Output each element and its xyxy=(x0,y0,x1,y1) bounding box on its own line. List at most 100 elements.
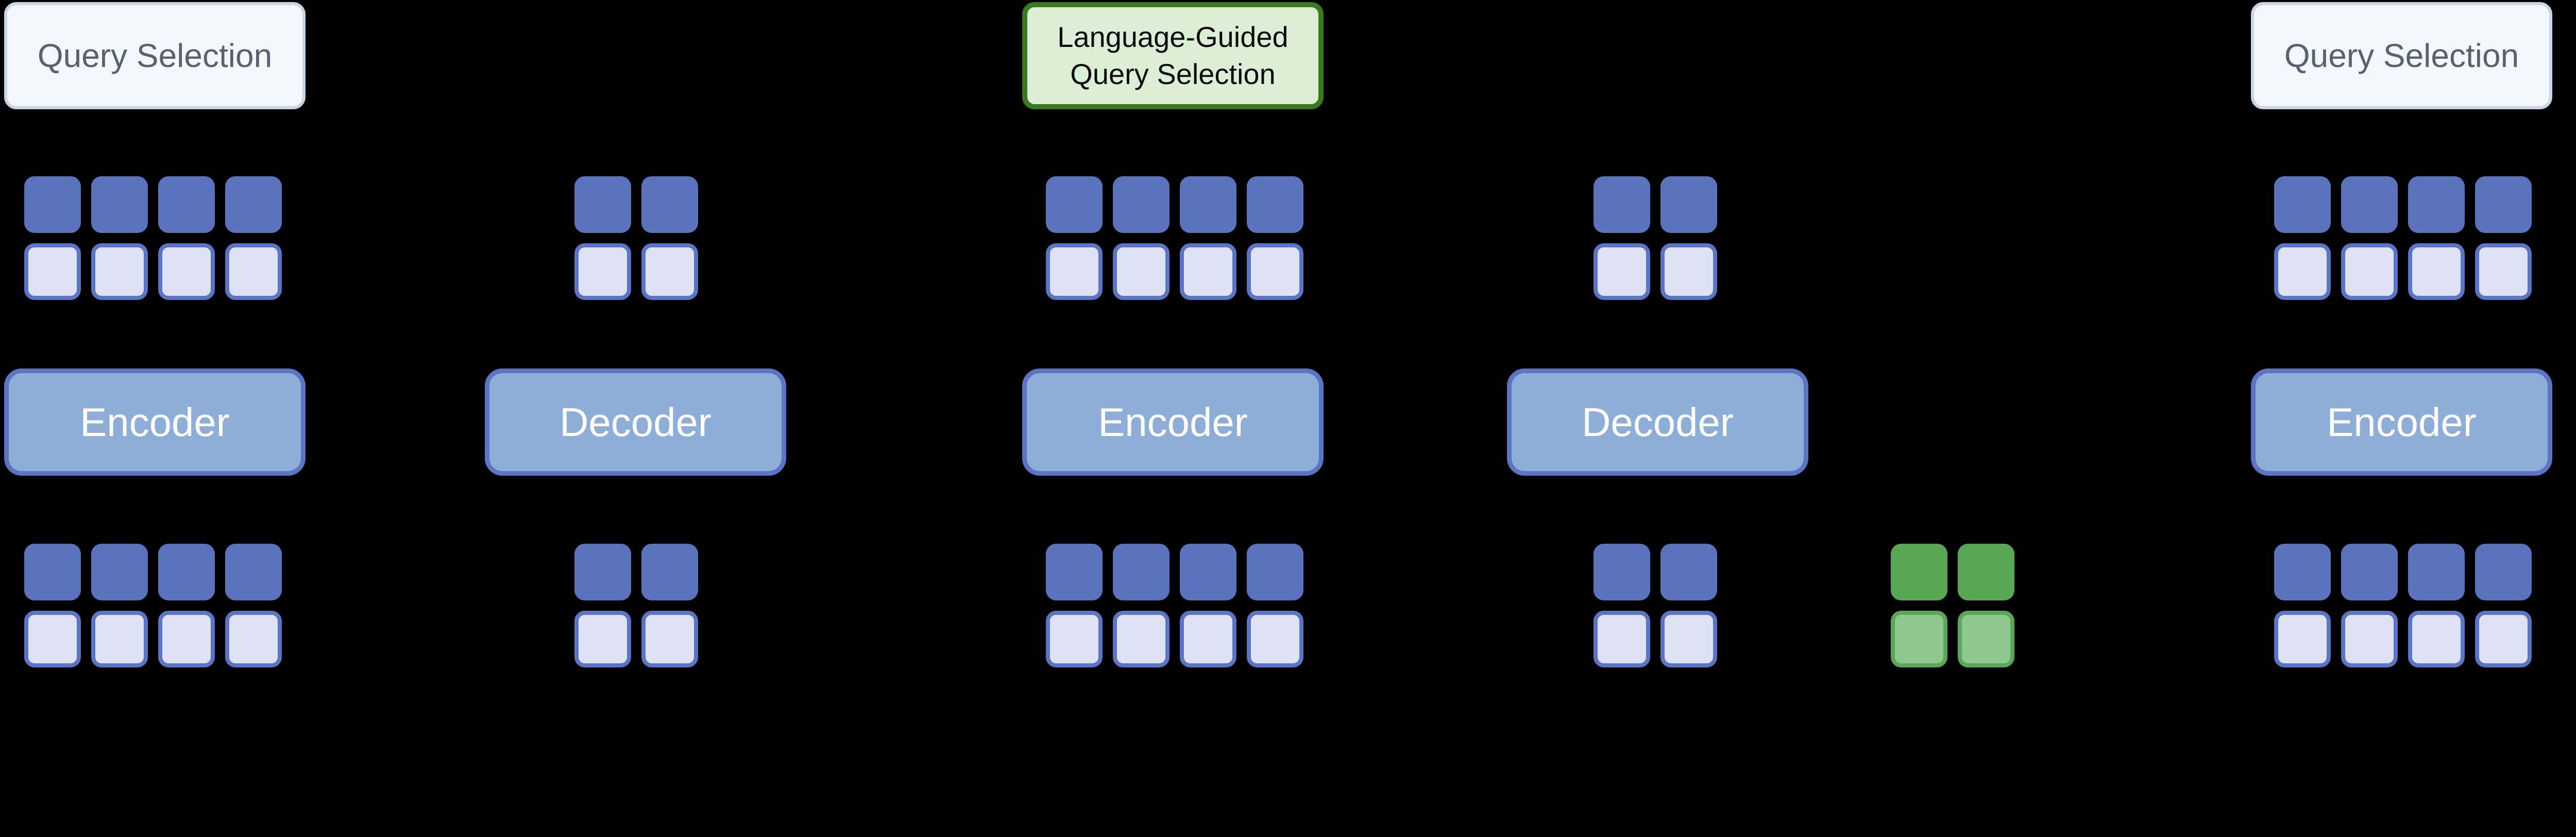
token-dark xyxy=(2274,544,2331,600)
token-light xyxy=(2408,243,2465,300)
token-row xyxy=(1594,544,1717,600)
token-light xyxy=(2341,243,2398,300)
token-light xyxy=(2475,243,2532,300)
token-dark xyxy=(91,176,148,233)
token-dark xyxy=(1046,176,1103,233)
token-grid-decoder1-bottom xyxy=(574,544,698,678)
token-green-light xyxy=(1958,611,2014,667)
token-dark xyxy=(225,176,282,233)
encoder-bar-2: Encoder xyxy=(1022,369,1324,476)
token-light xyxy=(24,611,81,667)
token-row xyxy=(574,611,698,667)
token-light xyxy=(2341,611,2398,667)
language-guided-label-line1: Language-Guided xyxy=(1057,21,1289,53)
token-dark xyxy=(2341,544,2398,600)
token-light xyxy=(2274,611,2331,667)
token-dark xyxy=(24,544,81,600)
encoder-label: Encoder xyxy=(1098,399,1248,445)
token-light xyxy=(91,243,148,300)
token-dark xyxy=(2475,176,2532,233)
query-selection-box-right: Query Selection xyxy=(2251,2,2552,109)
token-dark xyxy=(225,544,282,600)
token-grid-encoder1-bottom xyxy=(24,544,282,678)
token-light xyxy=(1180,611,1236,667)
token-row xyxy=(24,611,282,667)
token-light xyxy=(1113,243,1170,300)
token-dark xyxy=(1180,544,1236,600)
token-row xyxy=(2274,611,2532,667)
token-row xyxy=(1594,611,1717,667)
token-light xyxy=(225,243,282,300)
token-dark xyxy=(574,176,631,233)
token-row xyxy=(1891,611,2014,667)
encoder-label: Encoder xyxy=(80,399,230,445)
token-row xyxy=(574,544,698,600)
token-dark xyxy=(2408,176,2465,233)
encoder-label: Encoder xyxy=(2327,399,2477,445)
decoder-bar-2: Decoder xyxy=(1507,369,1808,476)
token-light xyxy=(641,611,698,667)
token-light xyxy=(574,611,631,667)
token-row xyxy=(1891,544,2014,600)
token-light xyxy=(641,243,698,300)
token-dark xyxy=(2341,176,2398,233)
token-dark xyxy=(158,544,215,600)
token-dark xyxy=(1180,176,1236,233)
token-light xyxy=(1247,611,1303,667)
token-light xyxy=(158,243,215,300)
token-grid-encoder2-bottom xyxy=(1046,544,1303,678)
token-light xyxy=(1046,611,1103,667)
query-selection-box-left: Query Selection xyxy=(4,2,306,109)
token-row xyxy=(24,544,282,600)
token-row xyxy=(24,176,282,233)
token-dark xyxy=(1594,176,1650,233)
token-light xyxy=(1180,243,1236,300)
token-dark xyxy=(1247,176,1303,233)
token-dark xyxy=(91,544,148,600)
token-light xyxy=(24,243,81,300)
token-row xyxy=(1046,176,1303,233)
language-guided-query-selection-box: Language-Guided Query Selection xyxy=(1022,2,1324,109)
token-grid-encoder3-top xyxy=(2274,176,2532,310)
token-light xyxy=(225,611,282,667)
token-green-light xyxy=(1891,611,1947,667)
token-dark xyxy=(1594,544,1650,600)
token-row xyxy=(1046,544,1303,600)
encoder-bar-3: Encoder xyxy=(2251,369,2552,476)
token-row xyxy=(2274,544,2532,600)
token-row xyxy=(574,176,698,233)
token-light xyxy=(1247,243,1303,300)
token-row xyxy=(2274,243,2532,300)
token-grid-encoder1-top xyxy=(24,176,282,310)
token-light xyxy=(1594,243,1650,300)
token-grid-green-outputs xyxy=(1891,544,2014,678)
decoder-label: Decoder xyxy=(1582,399,1734,445)
token-green-dark xyxy=(1958,544,2014,600)
query-selection-label: Query Selection xyxy=(2284,37,2519,74)
token-light xyxy=(2475,611,2532,667)
token-light xyxy=(91,611,148,667)
token-row xyxy=(1046,243,1303,300)
query-selection-label: Query Selection xyxy=(37,37,273,74)
token-grid-encoder3-bottom xyxy=(2274,544,2532,678)
token-dark xyxy=(158,176,215,233)
token-light xyxy=(574,243,631,300)
encoder-bar-1: Encoder xyxy=(4,369,306,476)
token-light xyxy=(2274,243,2331,300)
decoder-label: Decoder xyxy=(560,399,711,445)
token-row xyxy=(1594,176,1717,233)
token-dark xyxy=(641,544,698,600)
token-dark xyxy=(1660,176,1717,233)
token-row xyxy=(1594,243,1717,300)
token-dark xyxy=(1113,544,1170,600)
token-light xyxy=(1660,243,1717,300)
token-dark xyxy=(574,544,631,600)
token-grid-encoder2-top xyxy=(1046,176,1303,310)
token-dark xyxy=(2274,176,2331,233)
token-row xyxy=(24,243,282,300)
token-grid-decoder2-top xyxy=(1594,176,1717,310)
token-grid-decoder2-bottom xyxy=(1594,544,1717,678)
token-dark xyxy=(24,176,81,233)
token-row xyxy=(1046,611,1303,667)
token-dark xyxy=(2408,544,2465,600)
